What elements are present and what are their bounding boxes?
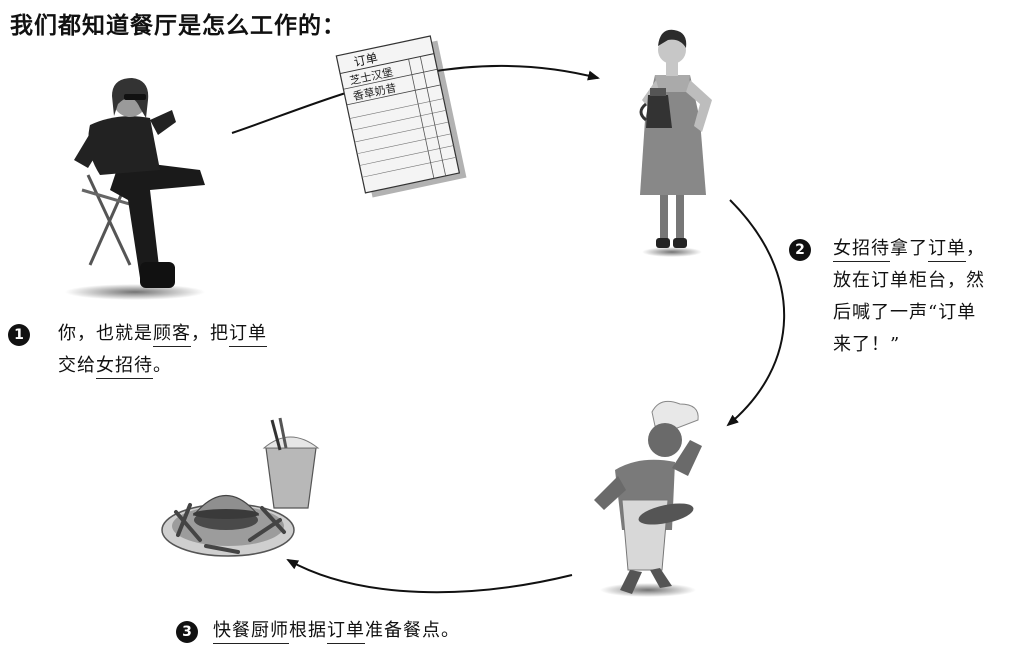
step-1-number-badge: 1 xyxy=(8,324,30,346)
underlined-term: 订单 xyxy=(928,238,966,262)
order-slip: 订单 芝士汉堡 香草奶昔 xyxy=(336,35,466,199)
caption-text: 来了！” xyxy=(833,334,900,355)
customer-figure xyxy=(65,78,205,300)
caption-text: 交给 xyxy=(58,355,96,376)
underlined-term: 订单 xyxy=(327,620,365,644)
step-3-caption: 快餐厨师根据订单准备餐点。 xyxy=(213,615,460,647)
step-3-number-badge: 3 xyxy=(176,621,198,643)
page-title: 我们都知道餐厅是怎么工作的： xyxy=(10,6,346,40)
caption-text: ，把 xyxy=(191,323,229,344)
caption-text: 放在订单柜台，然 xyxy=(833,270,985,291)
waitress-figure xyxy=(640,30,712,257)
caption-text: 根据 xyxy=(289,620,327,641)
arrow-waitress-to-cook xyxy=(728,200,784,425)
arrow-cook-to-food xyxy=(288,560,572,592)
underlined-term: 快餐厨师 xyxy=(213,620,289,644)
step-1-caption: 你，也就是顾客，把订单交给女招待。 xyxy=(58,318,267,382)
caption-text: 准备餐点。 xyxy=(365,620,460,641)
step-2-caption: 女招待拿了订单， 放在订单柜台，然后喊了一声“订单来了！” xyxy=(833,233,985,361)
underlined-term: 订单 xyxy=(229,323,267,347)
caption-text: 后喊了一声“订单 xyxy=(833,302,976,323)
meal-illustration xyxy=(162,418,318,556)
underlined-term: 顾客 xyxy=(153,323,191,347)
cook-figure xyxy=(594,401,702,597)
caption-text: 。 xyxy=(153,355,172,376)
caption-text: 你，也就是 xyxy=(58,323,153,344)
step-2-number-badge: 2 xyxy=(789,239,811,261)
underlined-term: 女招待 xyxy=(833,238,890,262)
caption-text: 拿了 xyxy=(890,238,928,259)
caption-text: ， xyxy=(966,238,985,259)
underlined-term: 女招待 xyxy=(96,355,153,379)
